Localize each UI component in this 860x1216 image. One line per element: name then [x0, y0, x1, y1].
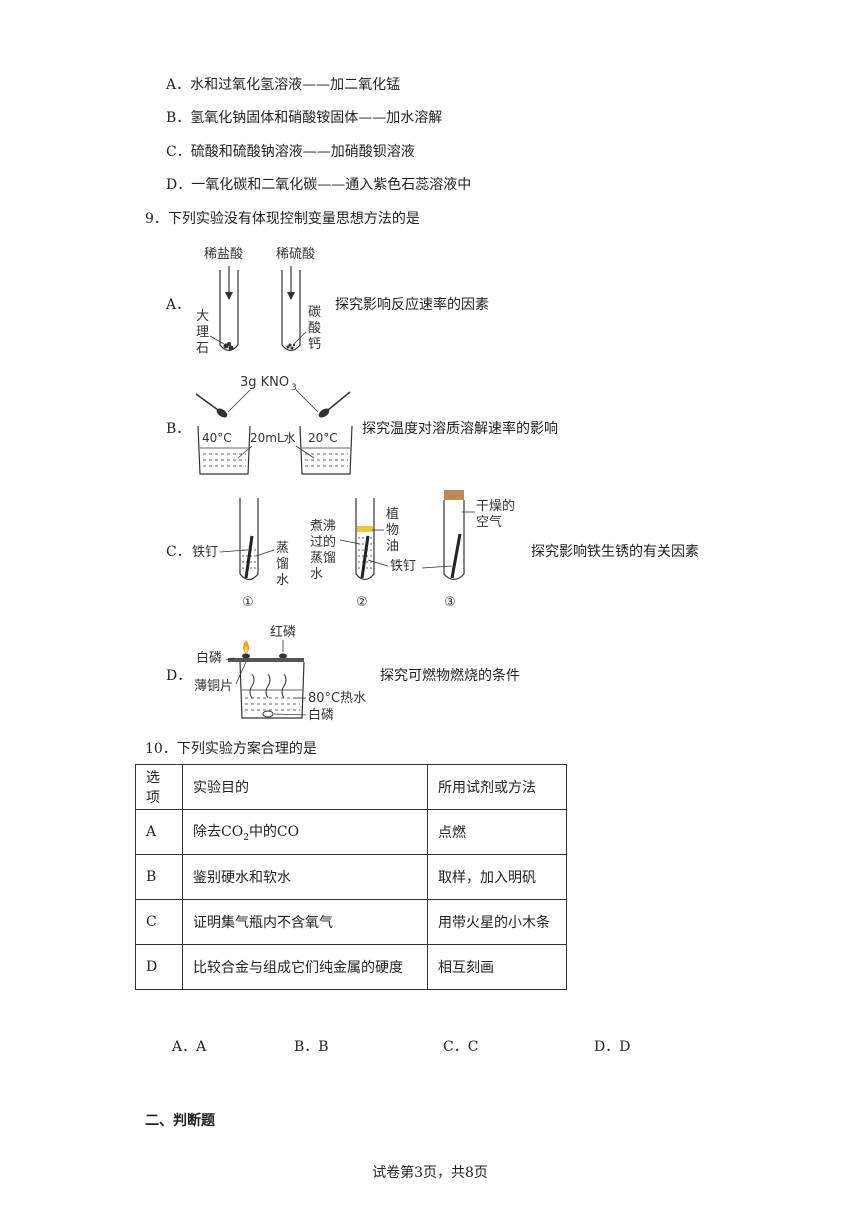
svg-text:油: 油	[386, 539, 399, 554]
svg-text:煮沸: 煮沸	[310, 519, 336, 534]
q9-d-desc: 探究可燃物燃烧的条件	[380, 668, 520, 684]
svg-text:植: 植	[386, 507, 399, 522]
q8-option-d: D．一氧化碳和二氧化碳——通入紫色石蕊溶液中	[166, 177, 472, 193]
svg-text:薄铜片: 薄铜片	[194, 679, 233, 694]
q8-option-c: C．硫酸和硫酸钠溶液——加硝酸钡溶液	[166, 144, 415, 160]
svg-text:稀盐酸: 稀盐酸	[204, 247, 243, 262]
q10-answer-d: D．D	[594, 1039, 631, 1055]
section-title: 二、判断题	[145, 1113, 215, 1129]
svg-text:白磷: 白磷	[308, 707, 334, 723]
row-method: 用带火星的小木条	[427, 899, 567, 945]
svg-text:蒸: 蒸	[276, 541, 289, 556]
svg-text:物: 物	[386, 523, 399, 538]
svg-text:空气: 空气	[476, 514, 502, 530]
q9-c-figure: 铁钉 蒸 馏 水 ① 煮沸 过的 蒸馏 水 植 物 油 铁钉 ② 干燥的 空气 …	[192, 490, 515, 610]
row-purpose: 鉴别硬水和软水	[182, 854, 428, 900]
q9-stem: 9．下列实验没有体现控制变量思想方法的是	[145, 211, 420, 227]
q9-b-figure: 3g KNO 3 40°C 20°C 20mL水	[195, 375, 353, 475]
svg-text:碳: 碳	[308, 305, 321, 320]
table-header-row: 选项 实验目的 所用试剂或方法	[135, 764, 567, 810]
q9-a-desc: 探究影响反应速率的因素	[335, 297, 489, 313]
page-footer: 试卷第3页，共8页	[372, 1165, 488, 1181]
row-option: D	[135, 944, 183, 990]
svg-text:20°C: 20°C	[308, 431, 338, 445]
svg-text:水: 水	[310, 567, 323, 582]
svg-text:红磷: 红磷	[270, 624, 296, 640]
q8-option-a: A．水和过氧化氢溶液——加二氧化锰	[166, 77, 401, 93]
svg-text:馏: 馏	[276, 557, 289, 572]
svg-text:白磷: 白磷	[196, 650, 222, 666]
q9-b-letter: B．	[166, 421, 191, 437]
q9-d-letter: D．	[166, 668, 192, 684]
row-purpose: 除去CO2中的CO	[182, 809, 428, 855]
row-method: 相互刻画	[427, 944, 567, 990]
svg-text:20mL水: 20mL水	[250, 431, 296, 445]
q9-b-desc: 探究温度对溶质溶解速率的影响	[362, 421, 558, 437]
header-purpose: 实验目的	[182, 764, 428, 810]
q9-a-letter: A．	[166, 297, 191, 313]
q10-answer-b: B．B	[294, 1039, 329, 1055]
q10-answer-c: C．C	[443, 1039, 479, 1055]
svg-text:40°C: 40°C	[202, 431, 232, 445]
table-row: D 比较合金与组成它们纯金属的硬度 相互刻画	[135, 944, 567, 990]
row-purpose: 比较合金与组成它们纯金属的硬度	[182, 944, 428, 990]
row-option: B	[135, 854, 183, 900]
svg-text:石: 石	[196, 341, 209, 356]
svg-text:理: 理	[196, 325, 209, 340]
svg-text:稀硫酸: 稀硫酸	[276, 247, 315, 262]
svg-text:酸: 酸	[308, 321, 321, 336]
svg-text:①: ①	[242, 595, 254, 610]
table-row: C 证明集气瓶内不含氧气 用带火星的小木条	[135, 899, 567, 945]
table-row: B 鉴别硬水和软水 取样，加入明矾	[135, 854, 567, 900]
q10-table: 选项 实验目的 所用试剂或方法 A 除去CO2中的CO 点燃 B 鉴别硬水和软水…	[135, 764, 567, 990]
svg-text:3g KNO: 3g KNO	[240, 375, 289, 390]
q9-d-figure: 红磷 白磷 薄铜片 80°C热水 白磷	[194, 624, 366, 723]
header-option: 选项	[135, 764, 183, 810]
row-method: 取样，加入明矾	[427, 854, 567, 900]
table-row: A 除去CO2中的CO 点燃	[135, 809, 567, 855]
q9-c-letter: C．	[166, 544, 191, 560]
q10-answer-a: A．A	[172, 1039, 207, 1055]
header-method: 所用试剂或方法	[427, 764, 567, 810]
svg-text:钙: 钙	[308, 337, 321, 352]
svg-text:蒸馏: 蒸馏	[310, 551, 336, 566]
svg-text:铁钉: 铁钉	[390, 559, 416, 574]
svg-text:干燥的: 干燥的	[476, 498, 515, 514]
svg-text:水: 水	[276, 573, 289, 588]
row-option: A	[135, 809, 183, 855]
q10-stem: 10．下列实验方案合理的是	[145, 741, 317, 757]
q9-c-desc: 探究影响铁生锈的有关因素	[531, 544, 699, 560]
svg-text:②: ②	[356, 595, 368, 610]
svg-text:3: 3	[291, 383, 297, 393]
svg-text:铁钉: 铁钉	[192, 545, 218, 560]
row-purpose: 证明集气瓶内不含氧气	[182, 899, 428, 945]
row-method: 点燃	[427, 809, 567, 855]
svg-text:③: ③	[444, 595, 456, 610]
row-option: C	[135, 899, 183, 945]
svg-text:过的: 过的	[310, 534, 336, 550]
q9-a-figure: 稀盐酸 稀硫酸 大 理 石 碳 酸 钙	[196, 247, 321, 356]
svg-text:大: 大	[196, 309, 209, 324]
svg-text:80°C热水: 80°C热水	[308, 691, 366, 706]
q8-option-b: B．氢氧化钠固体和硝酸铵固体——加水溶解	[166, 110, 443, 126]
